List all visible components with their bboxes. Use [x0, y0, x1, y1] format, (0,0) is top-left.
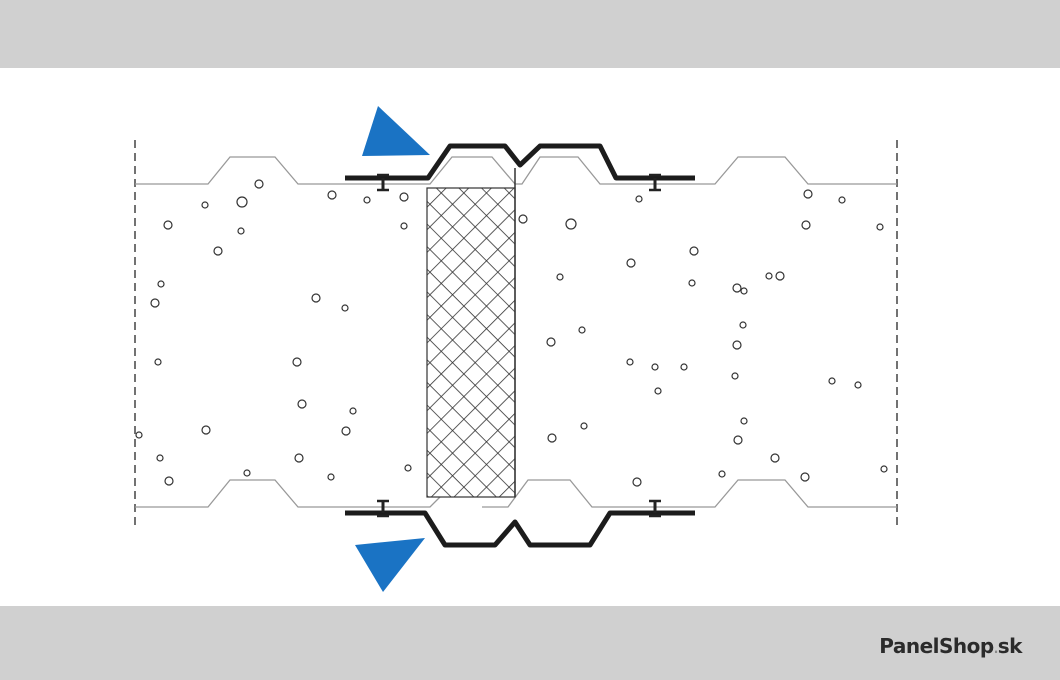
foam-bubble	[740, 417, 748, 425]
foam-bubble	[294, 453, 304, 463]
foam-bubble	[654, 387, 662, 395]
foam-bubble	[578, 326, 586, 334]
foam-bubble	[164, 476, 174, 486]
foam-bubble	[404, 464, 412, 472]
foam-bubble	[651, 363, 659, 371]
foam-bubble	[732, 340, 742, 350]
foam-bubble	[801, 220, 811, 230]
foam-bubble	[740, 287, 748, 295]
foam-bubble	[213, 246, 223, 256]
top-cover-flashing	[345, 143, 695, 181]
foam-bubble	[880, 465, 888, 473]
foam-bubble	[349, 407, 357, 415]
logo-tld: sk	[997, 634, 1023, 658]
foam-bubble	[854, 381, 862, 389]
foam-bubble	[632, 477, 642, 487]
foam-bubble	[157, 280, 165, 288]
foam-bubble	[565, 218, 577, 230]
screws	[377, 173, 661, 518]
foam-bubble	[518, 214, 528, 224]
foam-bubble	[341, 426, 351, 436]
foam-bubble	[718, 470, 726, 478]
foam-bubble	[150, 298, 160, 308]
logo-separator: .	[993, 642, 999, 656]
foam-bubble	[689, 246, 699, 256]
right-panel-top-profile	[515, 156, 897, 185]
foam-bubble	[635, 195, 643, 203]
foam-bubble	[341, 304, 349, 312]
top-band	[0, 0, 1060, 68]
foam-bubble	[838, 196, 846, 204]
foam-bubble	[254, 179, 264, 189]
screw-icon	[377, 173, 389, 192]
foam-bubble	[547, 433, 557, 443]
foam-bubble	[733, 435, 743, 445]
foam-bubble	[156, 454, 164, 462]
arrow-pointer-bottom-icon	[355, 538, 425, 592]
foam-bubble	[775, 271, 785, 281]
foam-bubble	[739, 321, 747, 329]
foam-bubble	[135, 431, 143, 439]
foam-bubble	[626, 258, 636, 268]
foam-bubble	[243, 469, 251, 477]
foam-bubble	[765, 272, 773, 280]
screw-icon	[649, 173, 661, 192]
screw-icon	[377, 499, 389, 518]
left-panel-top-profile	[135, 156, 516, 185]
foam-bubble	[626, 358, 634, 366]
left-panel-bottom-profile	[135, 479, 441, 508]
screw-icon	[649, 499, 661, 518]
foam-bubble	[327, 473, 335, 481]
foam-bubble	[803, 189, 813, 199]
foam-bubble	[732, 283, 742, 293]
foam-bubble	[311, 293, 321, 303]
foam-bubble	[201, 425, 211, 435]
foam-bubble	[297, 399, 307, 409]
foam-bubble	[731, 372, 739, 380]
logo-name: PanelShop	[879, 634, 994, 658]
foam-bubble	[236, 196, 248, 208]
foam-bubble	[292, 357, 302, 367]
foam-bubble	[546, 337, 556, 347]
foam-bubble	[680, 363, 688, 371]
foam-bubble	[201, 201, 209, 209]
foam-bubble	[237, 227, 245, 235]
foam-bubble	[556, 273, 564, 281]
foam-core-texture	[135, 179, 888, 487]
foam-bubble	[363, 196, 371, 204]
foam-bubble	[327, 190, 337, 200]
mineral-wool-filler	[426, 187, 516, 498]
bottom-cover-flashing	[345, 510, 695, 548]
foam-bubble	[400, 222, 408, 230]
foam-bubble	[154, 358, 162, 366]
foam-bubble	[163, 220, 173, 230]
foam-bubble	[828, 377, 836, 385]
arrow-pointer-top-icon	[362, 106, 430, 156]
panelshop-logo: PanelShop.sk	[879, 634, 1022, 658]
bottom-band: PanelShop.sk	[0, 606, 1060, 680]
foam-bubble	[876, 223, 884, 231]
foam-bubble	[580, 422, 588, 430]
right-panel-bottom-profile	[482, 479, 897, 508]
foam-bubble	[800, 472, 810, 482]
foam-bubble	[770, 453, 780, 463]
foam-bubble	[688, 279, 696, 287]
foam-bubble	[399, 192, 409, 202]
